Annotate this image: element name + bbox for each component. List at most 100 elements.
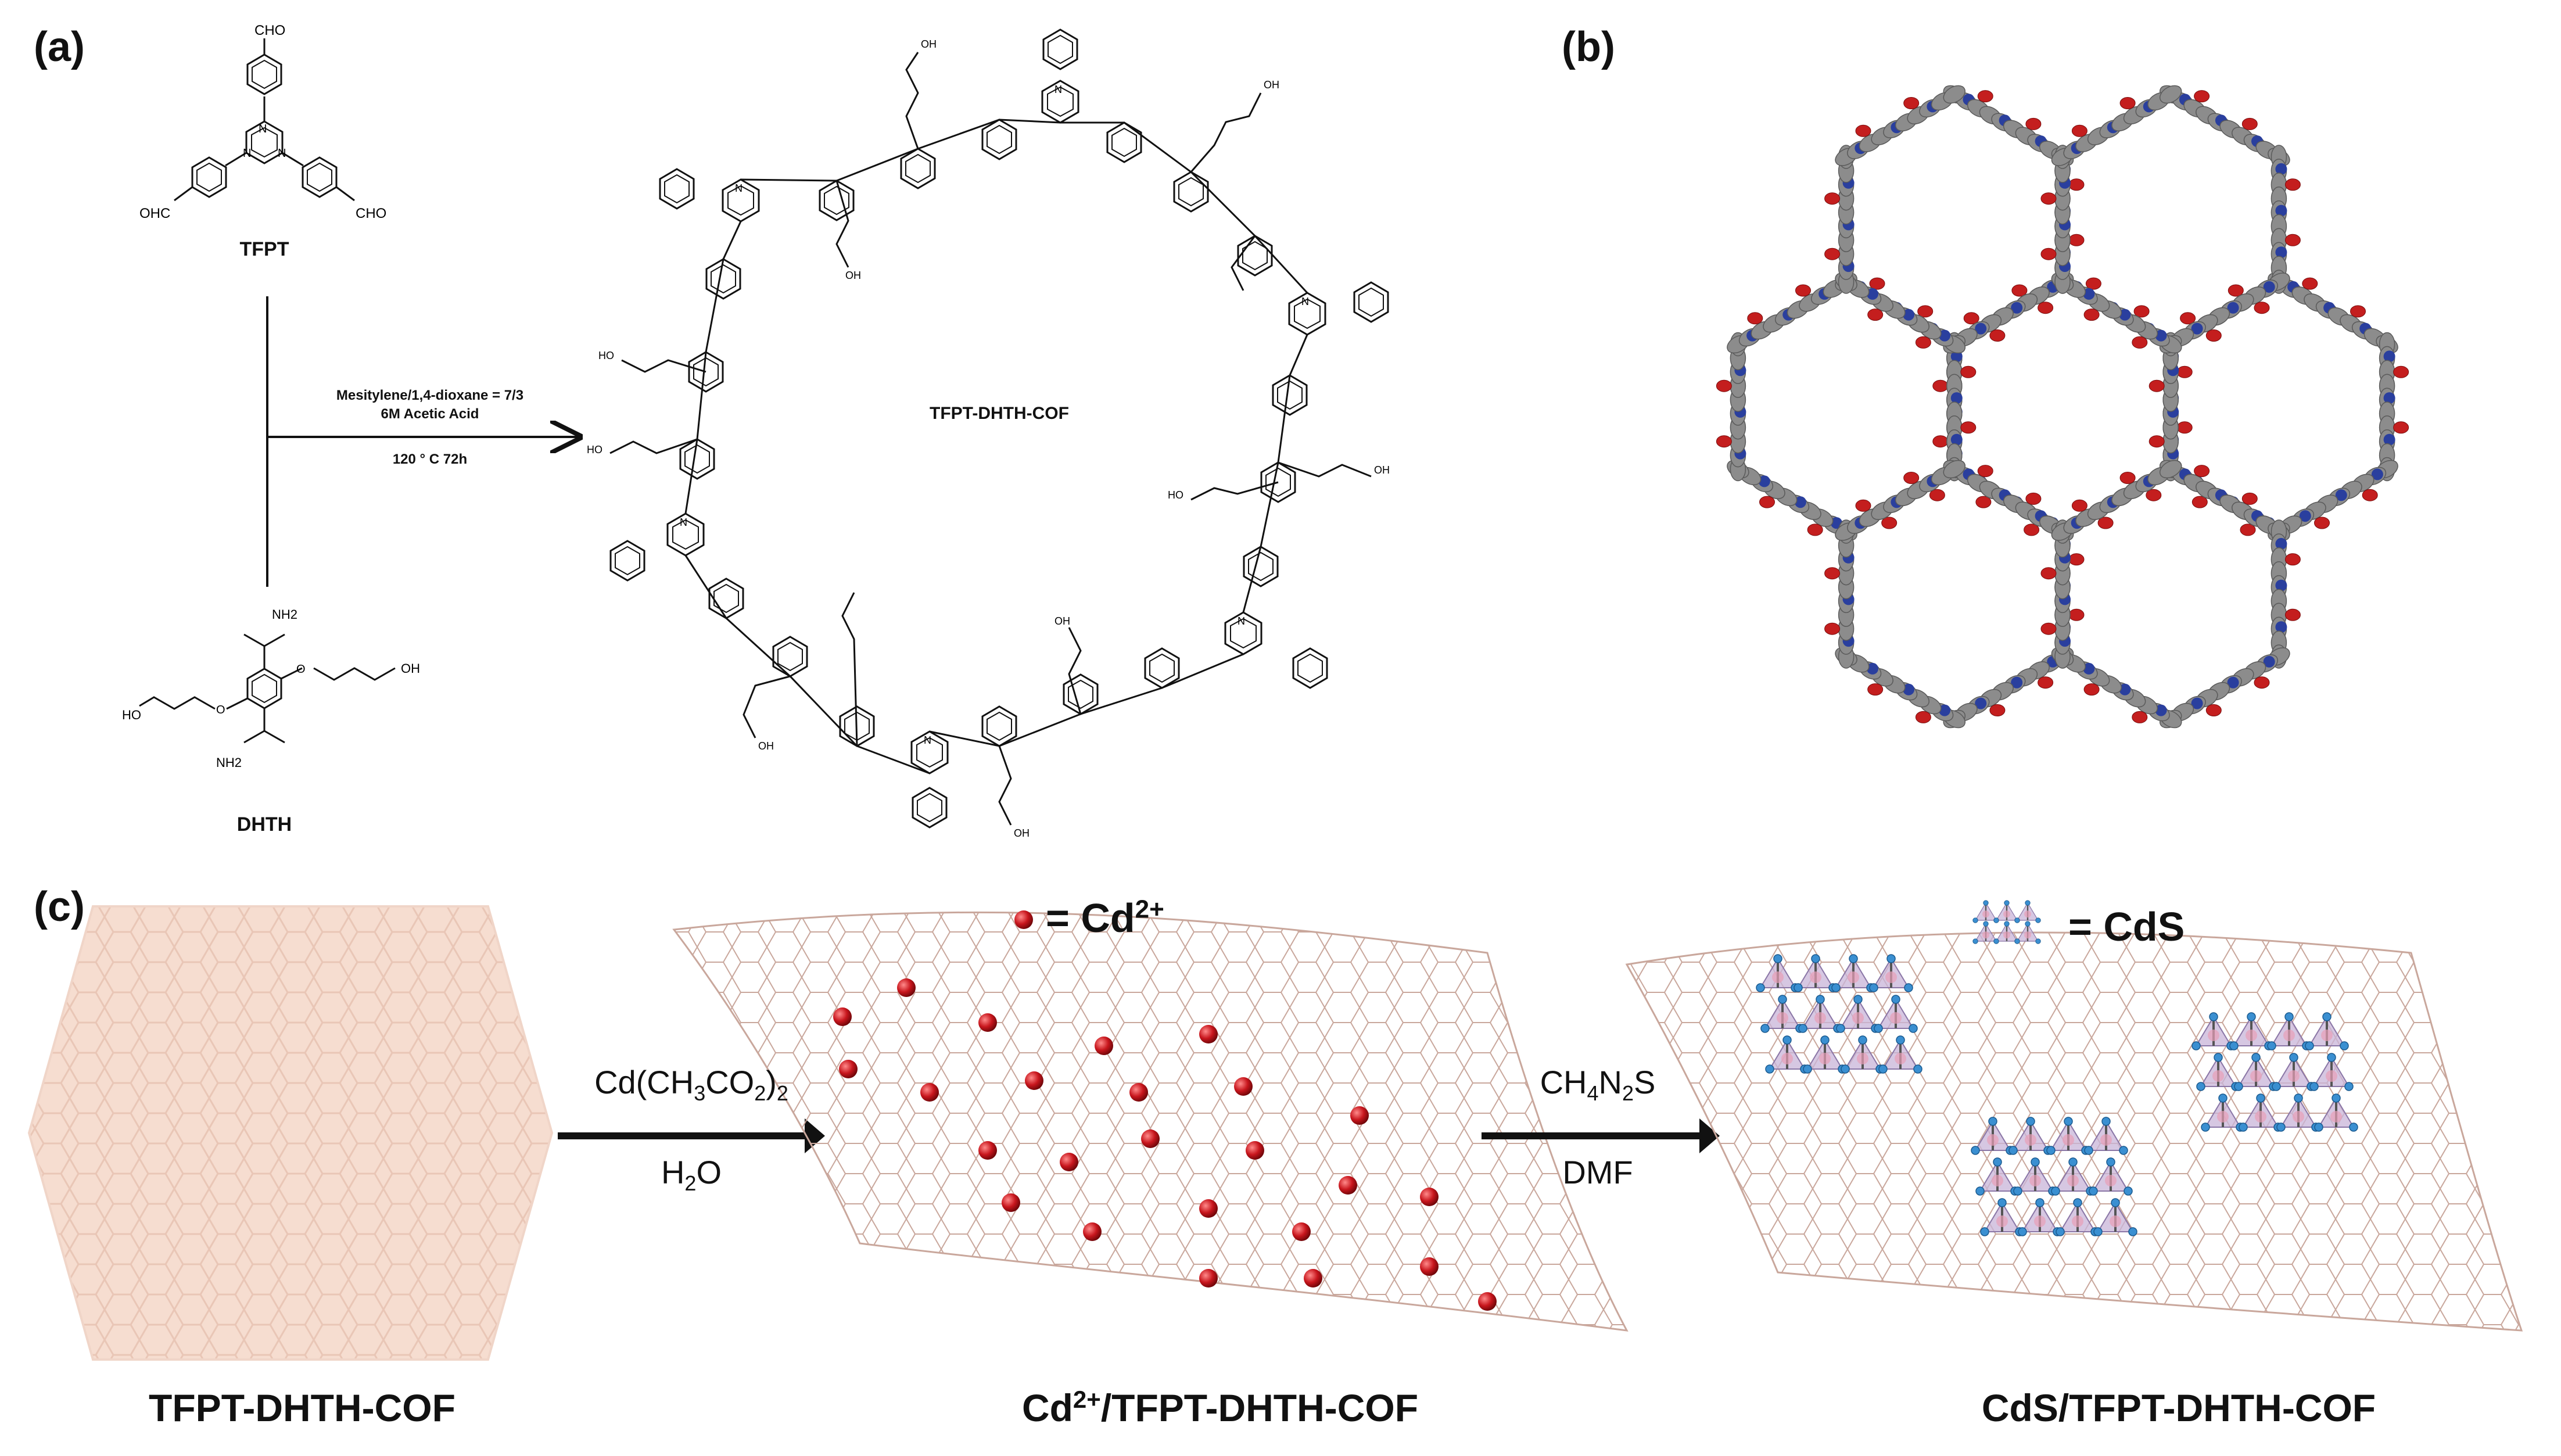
framework-oxygen [1855,499,1871,512]
caption-cds-cof: CdS/TFPT-DHTH-COF [1981,1386,2376,1429]
framework-oxygen [2038,676,2054,689]
framework-oxygen [1867,309,1884,321]
caption-cd-sup: 2+ [1073,1386,1101,1413]
framework-oxygen [2205,704,2222,716]
framework-oxygen [2146,489,2162,501]
framework-nitrogen [2191,697,2203,709]
condition-acid: 6M Acetic Acid [381,406,479,422]
framework-nitrogen [2383,392,2395,404]
framework-oxygen [2284,178,2301,191]
step1-reagent-c: ) [766,1064,777,1100]
condition-solvent: Mesitylene/1,4-dioxane = 7/3 [336,388,524,403]
caption-cd-post: /TFPT-DHTH-COF [1100,1386,1419,1429]
cd-ion [978,1013,997,1032]
framework-oxygen [2254,302,2270,314]
step2-reagent-c: S [1634,1064,1656,1100]
framework-oxygen [2038,302,2054,314]
framework-oxygen [1903,97,1920,109]
framework-nitrogen [2263,281,2275,293]
framework-nitrogen [2083,288,2095,300]
tfpt-cho-right: CHO [356,206,386,221]
framework-oxygen [1824,622,1841,635]
framework-nitrogen [2155,704,2167,716]
scheme-a-drawing: CHO OHC CHO N N N NH2 OH HO NH2 O O [122,23,1390,839]
cd-ion [920,1083,939,1102]
framework-oxygen [2097,517,2114,529]
framework-oxygen [1716,435,1732,448]
step2-reagent: CH4N2S [1487,1063,1708,1106]
tfpt-label: TFPT [239,238,289,260]
dhth-label: DHTH [236,813,292,835]
framework-nitrogen [1903,309,1915,321]
framework-nitrogen [1975,697,1987,709]
dhth-structure [139,633,396,744]
framework-oxygen [2071,124,2087,137]
framework-oxygen [1867,683,1884,696]
step2-reagent-b: N [1598,1064,1622,1100]
dhth-ho: HO [122,708,141,722]
framework-oxygen [1869,277,1885,290]
framework-oxygen [2040,192,2057,205]
framework-nitrogen [2275,537,2287,550]
framework-oxygen [2241,492,2258,505]
framework-oxygen [2148,379,2165,392]
framework-oxygen [2180,312,2196,325]
step2-reagent-a: CH [1540,1064,1587,1100]
framework-oxygen [2132,711,2148,723]
tfpt-n2: N [243,147,251,160]
legend-cd-superscript: 2+ [1135,895,1164,924]
legend-cds-icon [1972,899,2042,945]
framework-oxygen [2393,365,2409,378]
framework-oxygen [1795,284,1811,297]
tfpt-n3: N [278,147,286,160]
framework-oxygen [2068,178,2085,191]
framework-nitrogen [2383,350,2395,363]
framework-oxygen [2025,492,2042,505]
framework-nitrogen [1939,704,1951,716]
cd-ion [1304,1269,1322,1288]
cof-sheet-with-cd [672,911,1629,1332]
framework-oxygen [2176,421,2193,434]
framework-oxygen [2176,365,2193,378]
cd-ion [1350,1106,1369,1125]
framework-oxygen [2040,567,2057,580]
cd-ion [1199,1269,1218,1288]
framework-oxygen [2040,248,2057,260]
framework-nitrogen [1939,329,1951,342]
cof-oh-2: OH [845,270,861,281]
legend-cd-ion-icon [1014,910,1033,929]
framework-oxygen [2284,553,2301,566]
cd-ion [1025,1071,1043,1090]
cof-oh-6: OH [1014,827,1030,839]
framework-oxygen [1716,379,1732,392]
framework-oxygen [2011,284,2028,297]
legend-cd-text: = Cd2+ [1046,895,1164,941]
step1-reagent-sub2: 2 [754,1081,766,1106]
step1-solvent-sub: 2 [684,1171,697,1196]
framework-nitrogen [2275,579,2287,591]
framework-oxygen [2119,472,2136,484]
cof-macrocycle [609,28,1389,829]
framework-nitrogen [1950,392,1963,404]
cd-ion [1339,1176,1357,1195]
framework-oxygen [2083,683,2100,696]
framework-oxygen [2191,496,2208,508]
framework-oxygen [1747,312,1763,325]
framework-nitrogen [1867,662,1878,675]
cd-ion [1095,1037,1113,1055]
framework-nitrogen [1758,475,1770,487]
framework-oxygen [2071,499,2087,512]
caption-cd-cof: Cd2+/TFPT-DHTH-COF [930,1386,1511,1430]
framework-oxygen [1807,523,1823,536]
arrow-step2-head [1699,1118,1720,1153]
step1-reagent: Cd(CH3CO2)2 [569,1063,813,1106]
framework-nitrogen [2335,489,2347,501]
framework-nitrogen [2299,510,2311,522]
cof-oh-4: OH [1374,464,1390,476]
framework-oxygen [1881,517,1898,529]
dhth-nh2-bottom: NH2 [216,755,242,770]
cof-ho-1: HO [1168,489,1183,501]
framework-oxygen [2119,97,2136,109]
framework-oxygen [1960,421,1977,434]
framework-oxygen [2284,608,2301,621]
